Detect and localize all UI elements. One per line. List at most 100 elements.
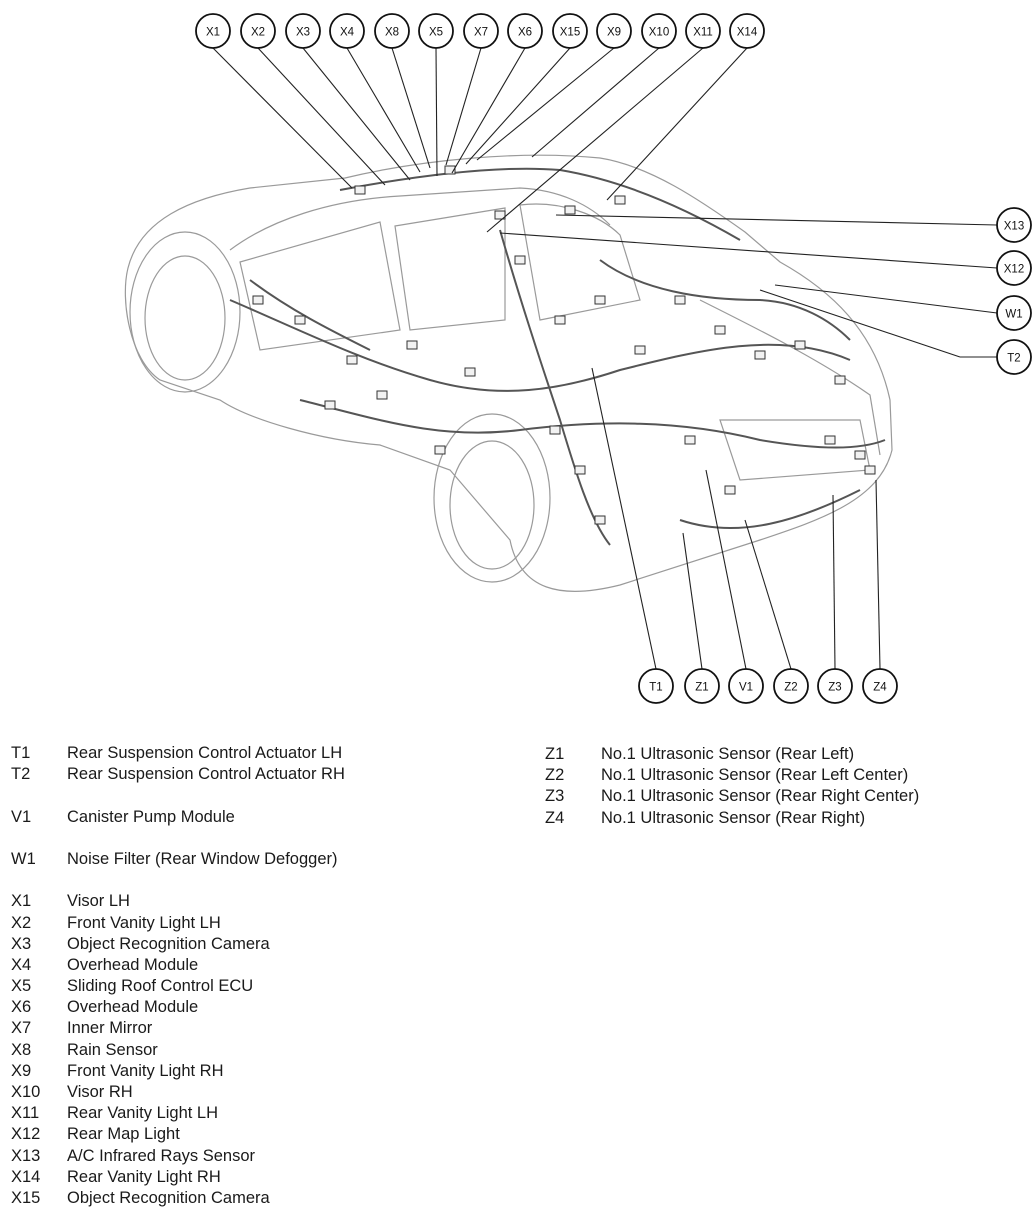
callout-label: V1 xyxy=(739,682,753,694)
callout-label: W1 xyxy=(1005,309,1022,321)
car-outline xyxy=(124,154,893,592)
callout-z2: Z2 xyxy=(773,668,809,704)
connector xyxy=(294,315,306,325)
callout-label: X5 xyxy=(429,27,443,39)
legend-label: Sliding Roof Control ECU xyxy=(67,977,254,996)
callout-x10: X10 xyxy=(641,13,677,49)
callout-v1: V1 xyxy=(728,668,764,704)
legend-code: X14 xyxy=(11,1167,41,1186)
legend-code: X12 xyxy=(11,1125,41,1144)
callout-label: X4 xyxy=(340,27,355,39)
callout-x3: X3 xyxy=(285,13,321,49)
connector xyxy=(824,435,836,445)
callout-label: X12 xyxy=(1004,264,1024,276)
callout-label: Z1 xyxy=(695,682,708,694)
callout-t1: T1 xyxy=(638,668,674,704)
callout-x5: X5 xyxy=(418,13,454,49)
legend-label: Rear Map Light xyxy=(67,1125,180,1144)
callout-x7: X7 xyxy=(463,13,499,49)
legend-label: No.1 Ultrasonic Sensor (Rear Right) xyxy=(601,808,866,827)
legend-row: X3 Object Recognition Camera xyxy=(11,934,345,955)
connector xyxy=(864,465,876,475)
connector xyxy=(554,315,566,325)
legend-label: A/C Infrared Rays Sensor xyxy=(67,1146,255,1165)
legend-code: X13 xyxy=(11,1146,41,1165)
connector xyxy=(464,367,476,377)
callout-w1: W1 xyxy=(996,295,1032,331)
legend-code: X9 xyxy=(11,1061,32,1080)
callout-x13: X13 xyxy=(996,207,1032,243)
connector xyxy=(754,350,766,360)
connector xyxy=(354,185,366,195)
callout-x9: X9 xyxy=(596,13,632,49)
legend-row: X9 Front Vanity Light RH xyxy=(11,1061,345,1082)
connector xyxy=(406,340,418,350)
callout-label: T1 xyxy=(649,682,662,694)
callout-t2: T2 xyxy=(996,339,1032,375)
callout-label: X11 xyxy=(693,27,713,39)
connector xyxy=(564,205,576,215)
wire-harness xyxy=(229,167,886,546)
legend-code: X7 xyxy=(11,1019,32,1038)
callout-label: X10 xyxy=(649,27,669,39)
connector xyxy=(634,345,646,355)
callout-z3: Z3 xyxy=(817,668,853,704)
legend-label: Overhead Module xyxy=(67,998,199,1017)
legend-row: W1 Noise Filter (Rear Window Defogger) xyxy=(11,849,345,870)
connector xyxy=(674,295,686,305)
legend-label: Rain Sensor xyxy=(67,1040,158,1059)
legend-code: Z2 xyxy=(545,766,565,785)
callout-x15: X15 xyxy=(552,13,588,49)
callout-label: X3 xyxy=(296,27,310,39)
legend-code: V1 xyxy=(11,807,32,826)
legend-label: Visor LH xyxy=(67,892,130,911)
legend-code: X10 xyxy=(11,1083,41,1101)
legend-row: X13 A/C Infrared Rays Sensor xyxy=(11,1146,345,1167)
callout-label: X14 xyxy=(737,27,758,39)
callout-label: X15 xyxy=(560,27,580,39)
connector xyxy=(794,340,806,350)
callout-label: X6 xyxy=(518,27,532,39)
legend-row: X1 Visor LH xyxy=(11,891,345,912)
leader-lines xyxy=(212,47,998,670)
connector xyxy=(834,375,846,385)
callout-label: X7 xyxy=(474,27,488,39)
connector xyxy=(684,435,696,445)
legend-label: Front Vanity Light RH xyxy=(67,1061,224,1080)
legend-label: Rear Suspension Control Actuator LH xyxy=(67,744,343,762)
connector xyxy=(444,165,456,175)
legend-label: Rear Suspension Control Actuator RH xyxy=(67,765,345,784)
legend-code: X11 xyxy=(11,1104,40,1123)
connector xyxy=(724,485,736,495)
legend-code: X5 xyxy=(11,977,32,996)
legend-code: X1 xyxy=(11,892,32,911)
callout-x11: X11 xyxy=(685,13,721,49)
legend-code: X3 xyxy=(11,934,32,953)
legend-code: Z1 xyxy=(545,745,565,763)
callout-label: X13 xyxy=(1004,221,1024,233)
callout-z1: Z1 xyxy=(684,668,720,704)
callout-label: X9 xyxy=(607,27,621,39)
legend-code: W1 xyxy=(11,849,36,868)
legend-label: Noise Filter (Rear Window Defogger) xyxy=(67,849,338,868)
callout-x12: X12 xyxy=(996,250,1032,286)
callout-x1: X1 xyxy=(195,13,231,49)
legend-label: Object Recognition Camera xyxy=(67,934,270,953)
callout-x14: X14 xyxy=(729,13,765,49)
legend-code: Z3 xyxy=(545,787,565,806)
callout-x8: X8 xyxy=(374,13,410,49)
connector xyxy=(514,255,526,265)
